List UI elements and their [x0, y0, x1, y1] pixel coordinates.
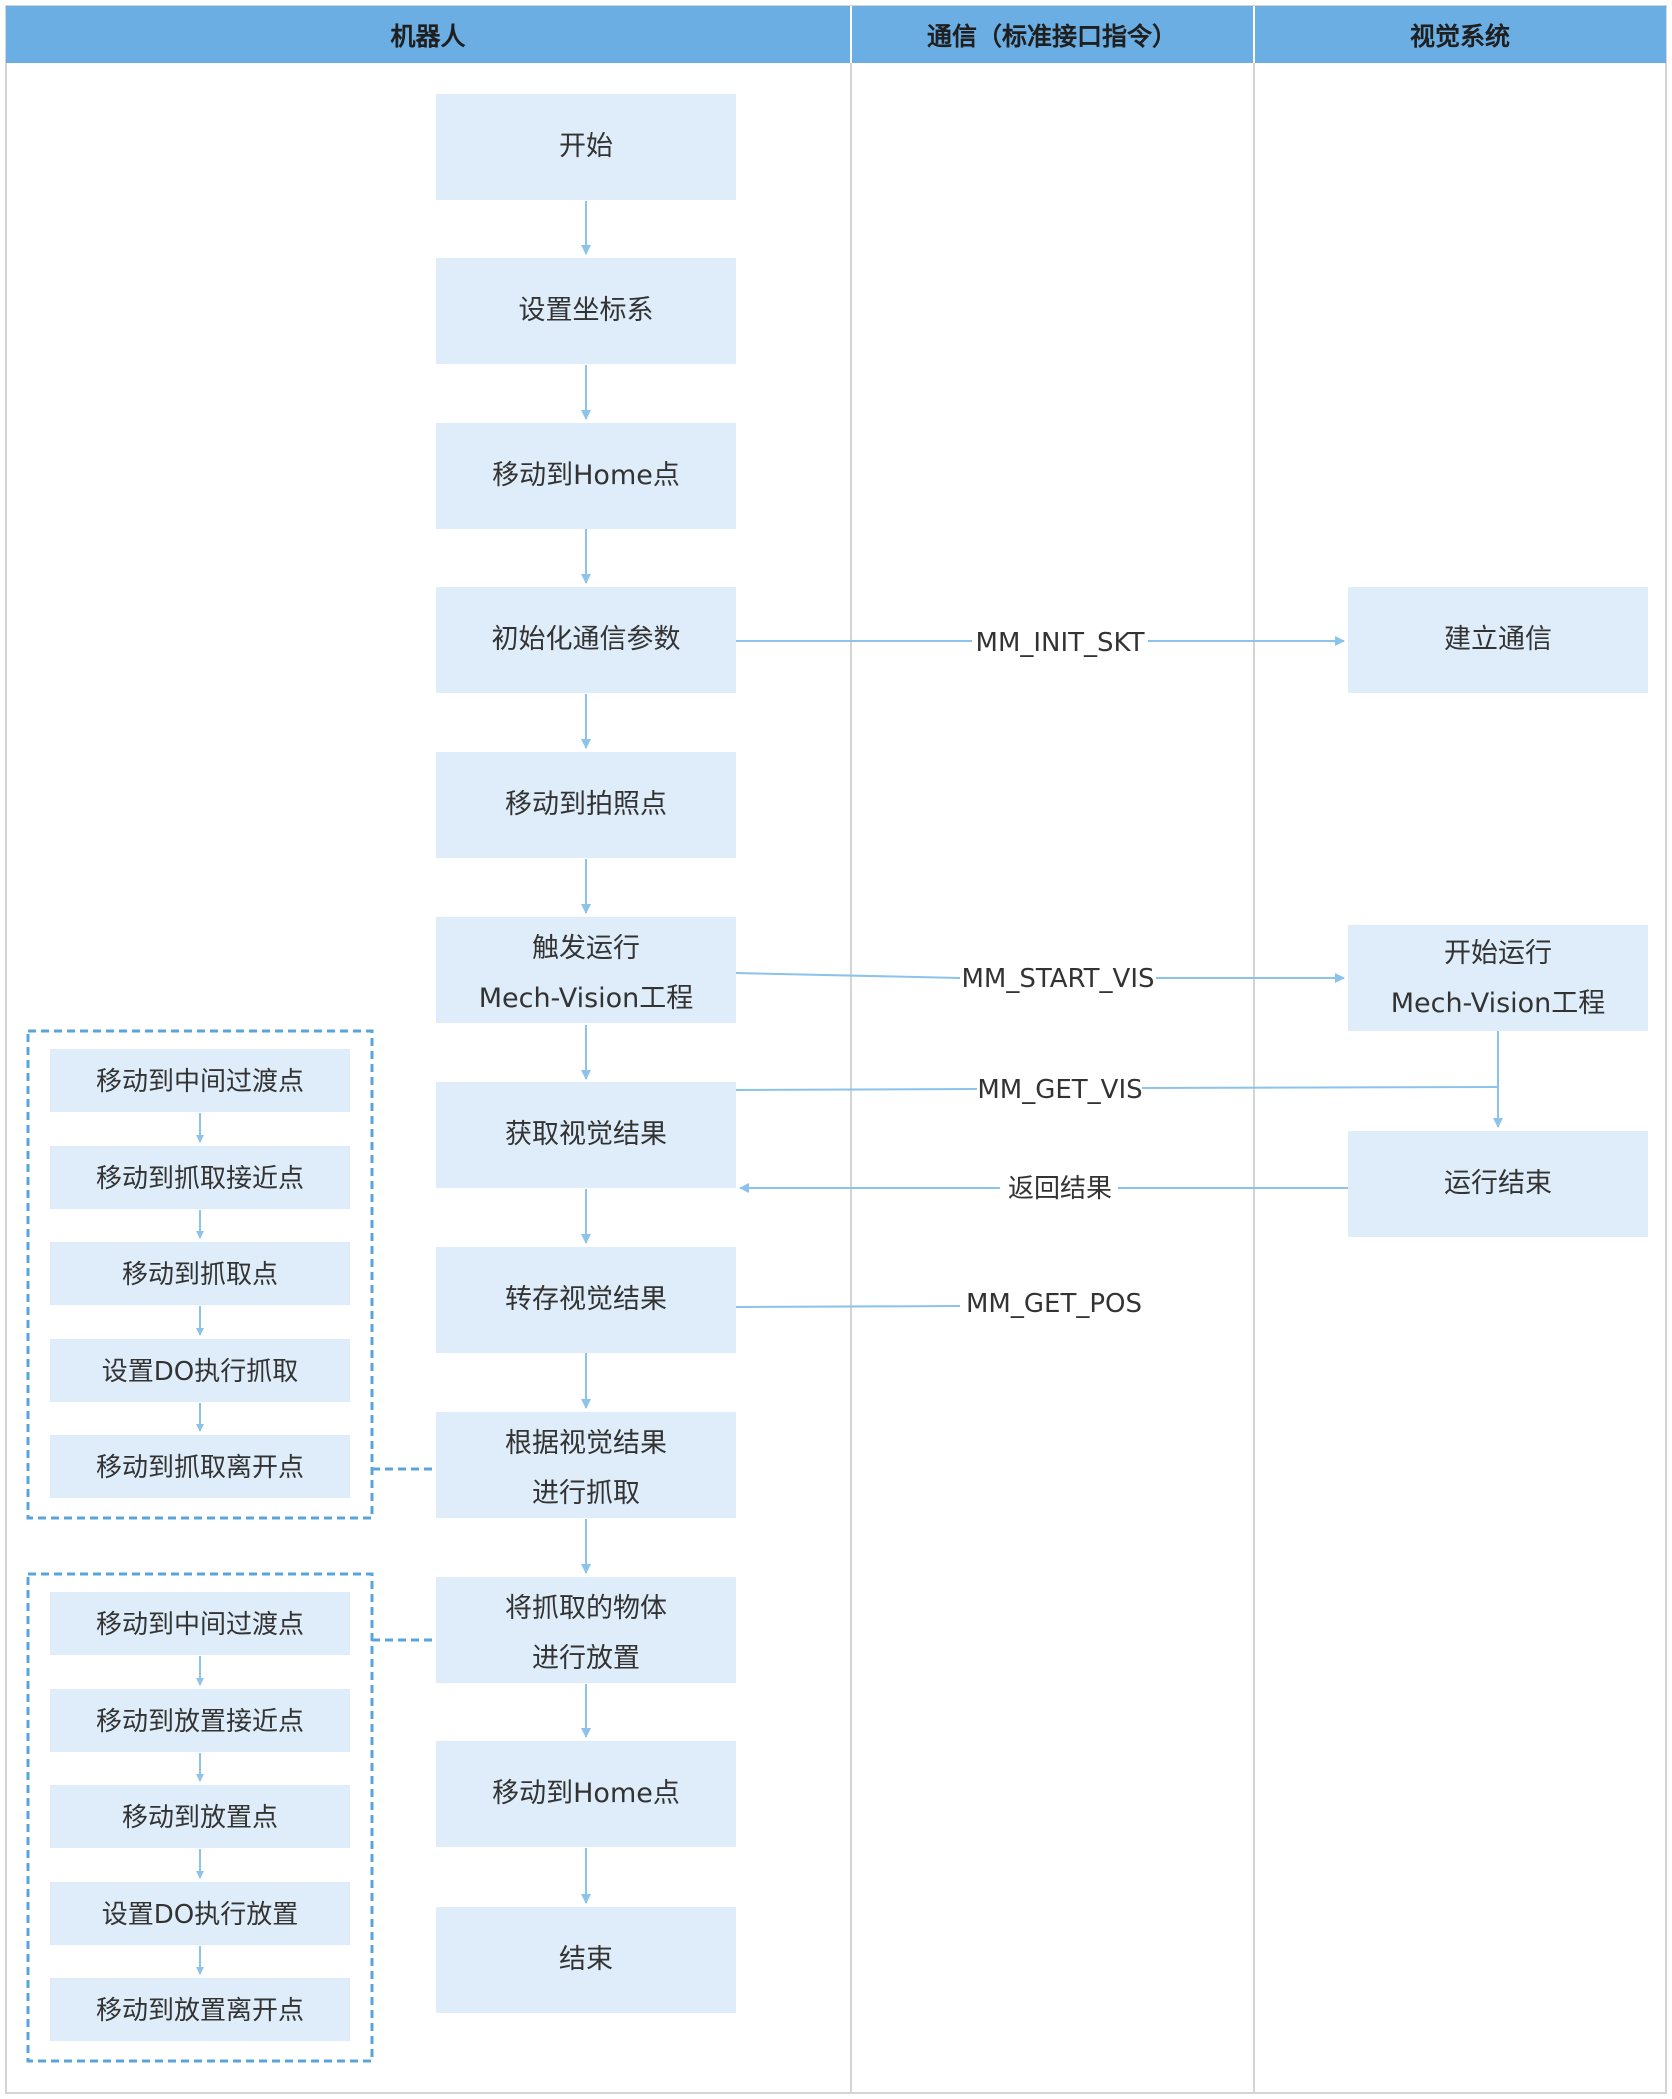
vision-run-end-label: 运行结束 — [1444, 1168, 1552, 1199]
step-end-label: 结束 — [559, 1944, 613, 1975]
pick-substep-5 — [50, 1435, 350, 1498]
lane-header-comm: 通信（标准接口指令） — [927, 22, 1177, 51]
step-get-result — [436, 1082, 736, 1188]
vision-establish-comm — [1348, 587, 1648, 693]
pick-substep-4-label: 设置DO执行抓取 — [102, 1357, 299, 1387]
vision-start-run-label-2: Mech-Vision工程 — [1391, 988, 1606, 1019]
place-substep-5 — [50, 1978, 350, 2041]
pick-substep-1-label: 移动到中间过渡点 — [96, 1067, 304, 1097]
step-pick — [436, 1412, 736, 1518]
step-get-result-label: 获取视觉结果 — [505, 1119, 667, 1150]
msg-get-vis: MM_GET_VIS — [977, 1075, 1142, 1105]
step-place-label-1: 将抓取的物体 — [505, 1593, 667, 1624]
step-place-label-2: 进行放置 — [532, 1643, 640, 1674]
msg-get-pos: MM_GET_POS — [966, 1289, 1142, 1319]
place-substep-3 — [50, 1785, 350, 1848]
place-substep-3-label: 移动到放置点 — [122, 1803, 278, 1833]
place-substep-2-label: 移动到放置接近点 — [96, 1707, 304, 1737]
step-move-home-2-label: 移动到Home点 — [492, 1778, 680, 1809]
step-move-home-2 — [436, 1741, 736, 1847]
place-substep-4 — [50, 1882, 350, 1945]
step-set-coordinate-system — [436, 258, 736, 364]
message-arrows — [735, 636, 1503, 1308]
step-trigger-vision-label-1: 触发运行 — [532, 933, 640, 964]
step-move-photo-label: 移动到拍照点 — [505, 789, 667, 820]
step-trigger-vision — [436, 917, 736, 1023]
step-place — [436, 1577, 736, 1683]
step-init-comm-label: 初始化通信参数 — [492, 624, 681, 655]
step-move-home-1-label: 移动到Home点 — [492, 460, 680, 491]
step-pick-label-1: 根据视觉结果 — [505, 1428, 667, 1459]
step-start — [436, 94, 736, 200]
place-substep-1 — [50, 1592, 350, 1655]
vision-start-run — [1348, 925, 1648, 1031]
step-move-home-1 — [436, 423, 736, 529]
place-substep-1-label: 移动到中间过渡点 — [96, 1610, 304, 1640]
step-save-result-label: 转存视觉结果 — [505, 1284, 667, 1315]
pick-substep-3 — [50, 1242, 350, 1305]
vision-run-end — [1348, 1131, 1648, 1237]
pick-substep-3-label: 移动到抓取点 — [122, 1260, 278, 1290]
step-start-label: 开始 — [559, 131, 613, 162]
place-substeps-group — [26, 1572, 374, 2063]
msg-return-result: 返回结果 — [1008, 1174, 1112, 1204]
pick-substep-2 — [50, 1146, 350, 1209]
vision-establish-comm-label: 建立通信 — [1444, 624, 1552, 655]
msg-init-skt: MM_INIT_SKT — [976, 628, 1145, 658]
step-save-result — [436, 1247, 736, 1353]
step-init-comm — [436, 587, 736, 693]
msg-start-vis: MM_START_VIS — [961, 964, 1154, 994]
place-substep-2 — [50, 1689, 350, 1752]
step-pick-label-2: 进行抓取 — [532, 1478, 640, 1509]
pick-substep-2-label: 移动到抓取接近点 — [96, 1164, 304, 1194]
place-substep-5-label: 移动到放置离开点 — [96, 1996, 304, 2026]
pick-substeps-group — [26, 1029, 374, 1520]
step-end — [436, 1907, 736, 2013]
place-substep-4-label: 设置DO执行放置 — [102, 1900, 299, 1930]
pick-substep-5-label: 移动到抓取离开点 — [96, 1453, 304, 1483]
step-set-coordinate-system-label: 设置坐标系 — [519, 295, 654, 326]
vision-start-run-label-1: 开始运行 — [1444, 938, 1552, 969]
lane-header-robot: 机器人 — [390, 22, 465, 51]
header-bar — [6, 6, 1666, 63]
pick-substep-4 — [50, 1339, 350, 1402]
step-move-photo — [436, 752, 736, 858]
step-trigger-vision-label-2: Mech-Vision工程 — [479, 983, 694, 1014]
pick-substep-1 — [50, 1049, 350, 1112]
lane-header-vision: 视觉系统 — [1410, 22, 1510, 51]
